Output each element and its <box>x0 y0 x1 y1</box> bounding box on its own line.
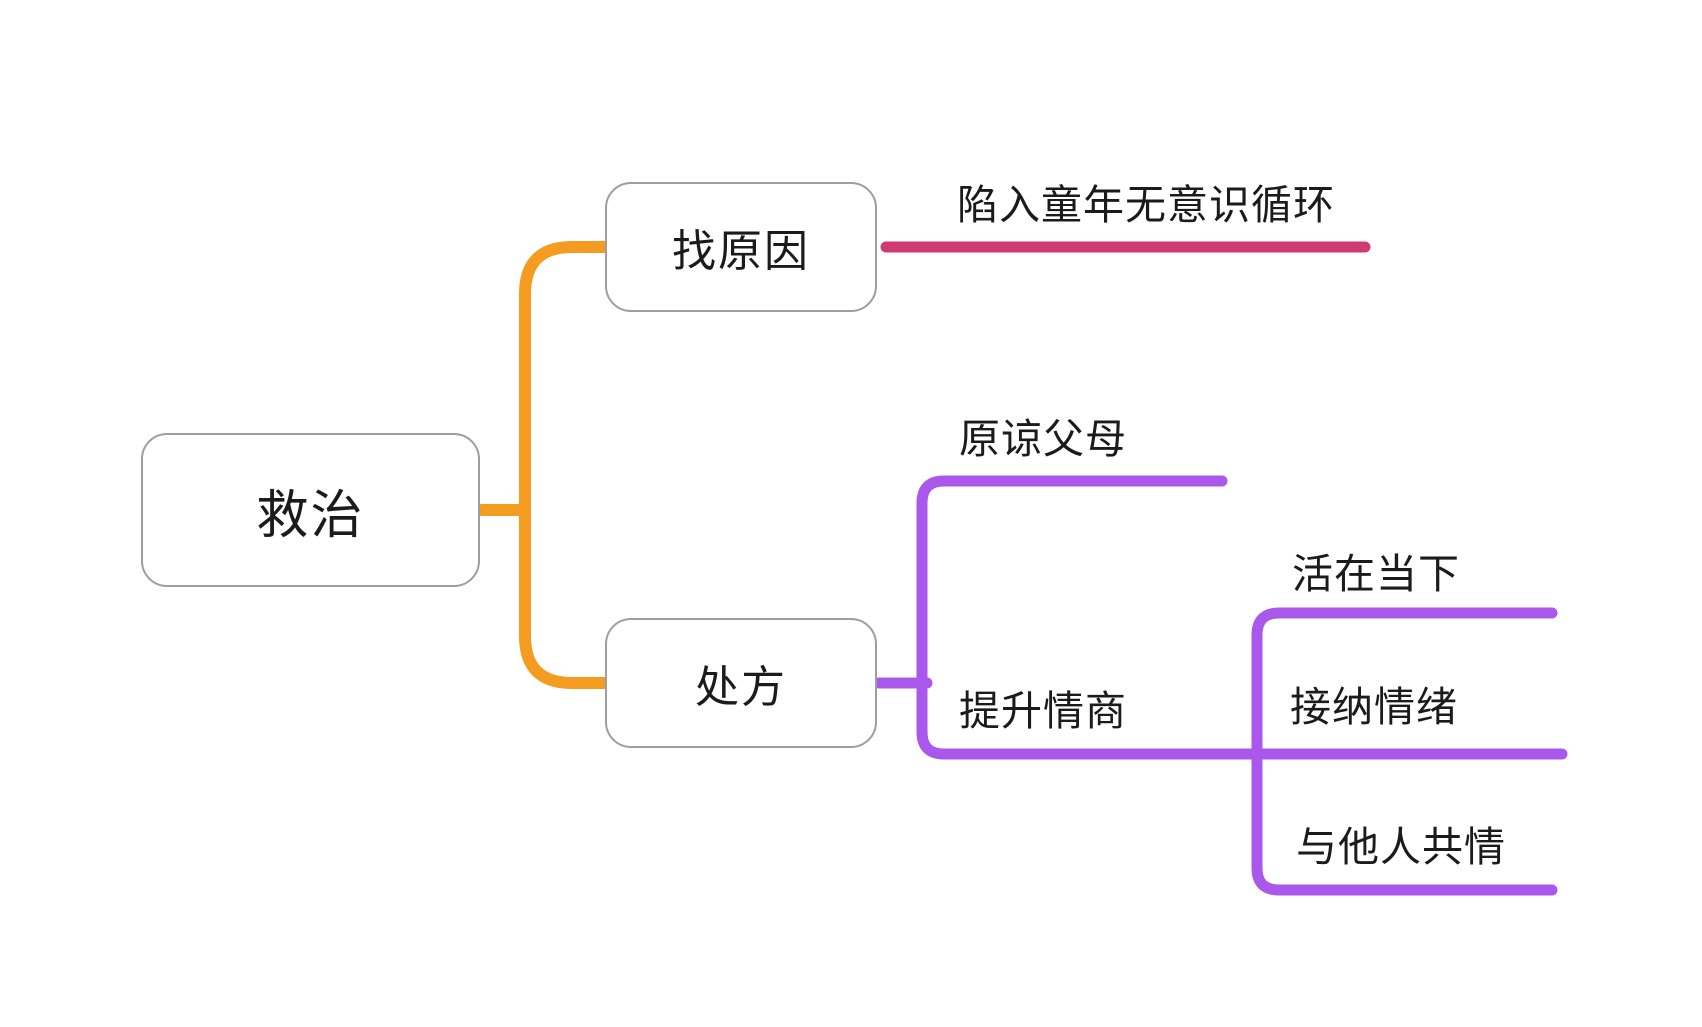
subtopic-accept-emotions[interactable]: 接纳情绪 <box>1290 684 1458 730</box>
subtopic-childhood-loop[interactable]: 陷入童年无意识循环 <box>957 182 1335 228</box>
subtopic-empathize-others[interactable]: 与他人共情 <box>1296 824 1506 870</box>
root-topic[interactable]: 救治 <box>141 433 480 587</box>
topic-find-cause[interactable]: 找原因 <box>605 182 877 312</box>
connector-root-trunk <box>519 241 612 689</box>
connector-prescription-branch <box>916 475 1568 760</box>
subtopic-forgive-parents[interactable]: 原谅父母 <box>959 416 1127 462</box>
subtopic-improve-eq[interactable]: 提升情商 <box>959 688 1127 734</box>
subtopic-live-in-present[interactable]: 活在当下 <box>1292 551 1460 597</box>
connector-improve-eq-branch <box>1251 607 1558 896</box>
topic-prescription[interactable]: 处方 <box>605 618 877 748</box>
